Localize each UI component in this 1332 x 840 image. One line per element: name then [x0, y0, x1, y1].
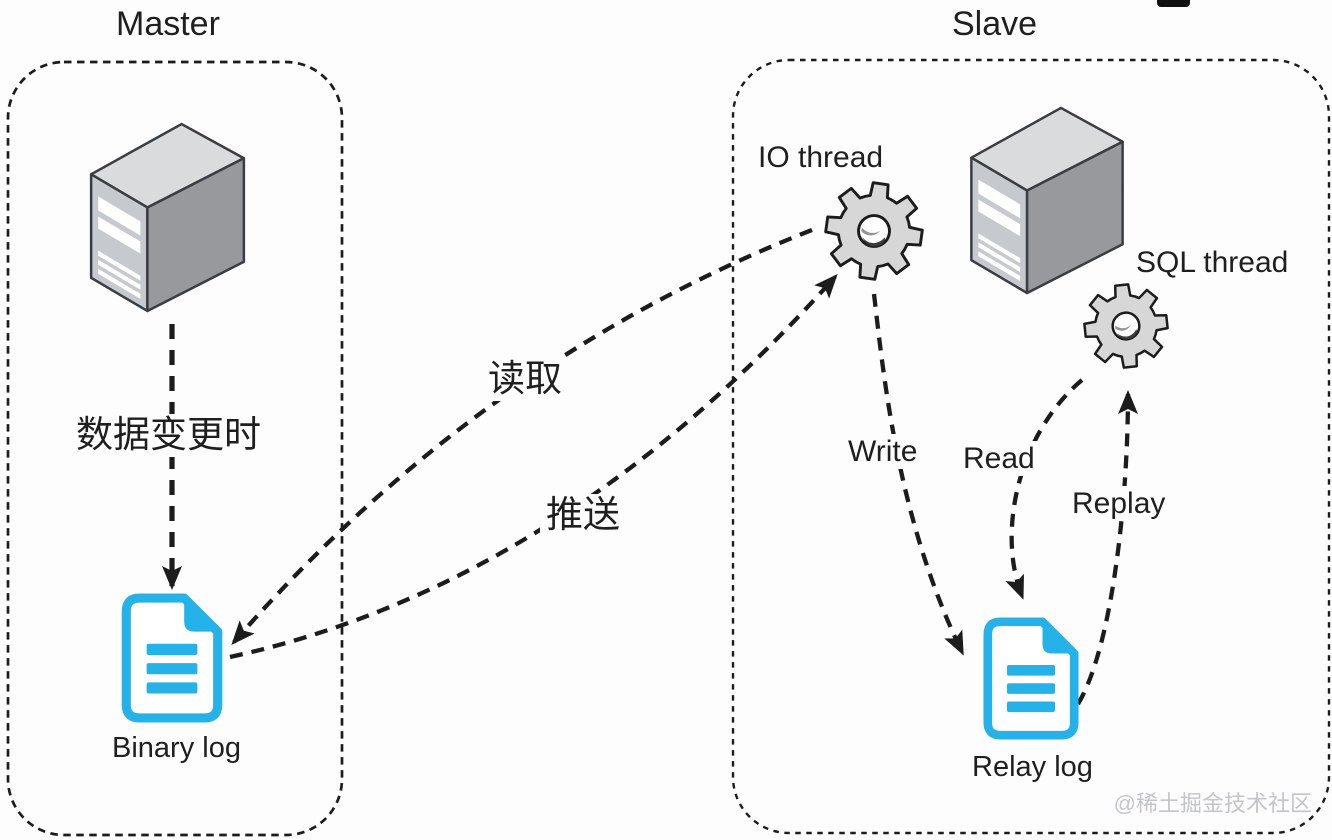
read-arrow	[1005, 378, 1084, 600]
write-arrow	[871, 293, 964, 656]
slave-server-icon	[963, 96, 1131, 300]
write-label: Write	[843, 434, 923, 469]
data-change-label: 数据变更时	[70, 414, 267, 457]
slave-box-border	[731, 58, 1331, 835]
binary-log-label: Binary log	[112, 732, 241, 764]
io-thread-gear-icon	[808, 165, 939, 296]
master-title: Master	[116, 5, 220, 43]
screen-artifact-bar	[1157, 0, 1190, 7]
slave-title: Slave	[952, 5, 1038, 43]
replay-arrow	[1076, 390, 1138, 706]
sql-thread-gear-icon	[1071, 271, 1181, 381]
binary-log-document-icon	[121, 593, 223, 723]
read-label: Read	[958, 441, 1040, 476]
read-flow-label: 读取	[482, 358, 568, 401]
io-thread-label: IO thread	[758, 141, 884, 174]
push-flow-label: 推送	[540, 494, 626, 537]
relay-log-label: Relay log	[972, 751, 1093, 783]
replay-label: Replay	[1067, 486, 1171, 521]
master-box-border	[6, 60, 344, 837]
read-flow-arrow	[231, 227, 813, 646]
relay-log-document-icon	[983, 617, 1079, 740]
watermark: @稀土掘金技术社区	[1113, 791, 1312, 816]
sql-thread-label: SQL thread	[1136, 246, 1289, 279]
master-server-icon	[85, 112, 250, 318]
push-flow-arrow	[229, 274, 838, 660]
